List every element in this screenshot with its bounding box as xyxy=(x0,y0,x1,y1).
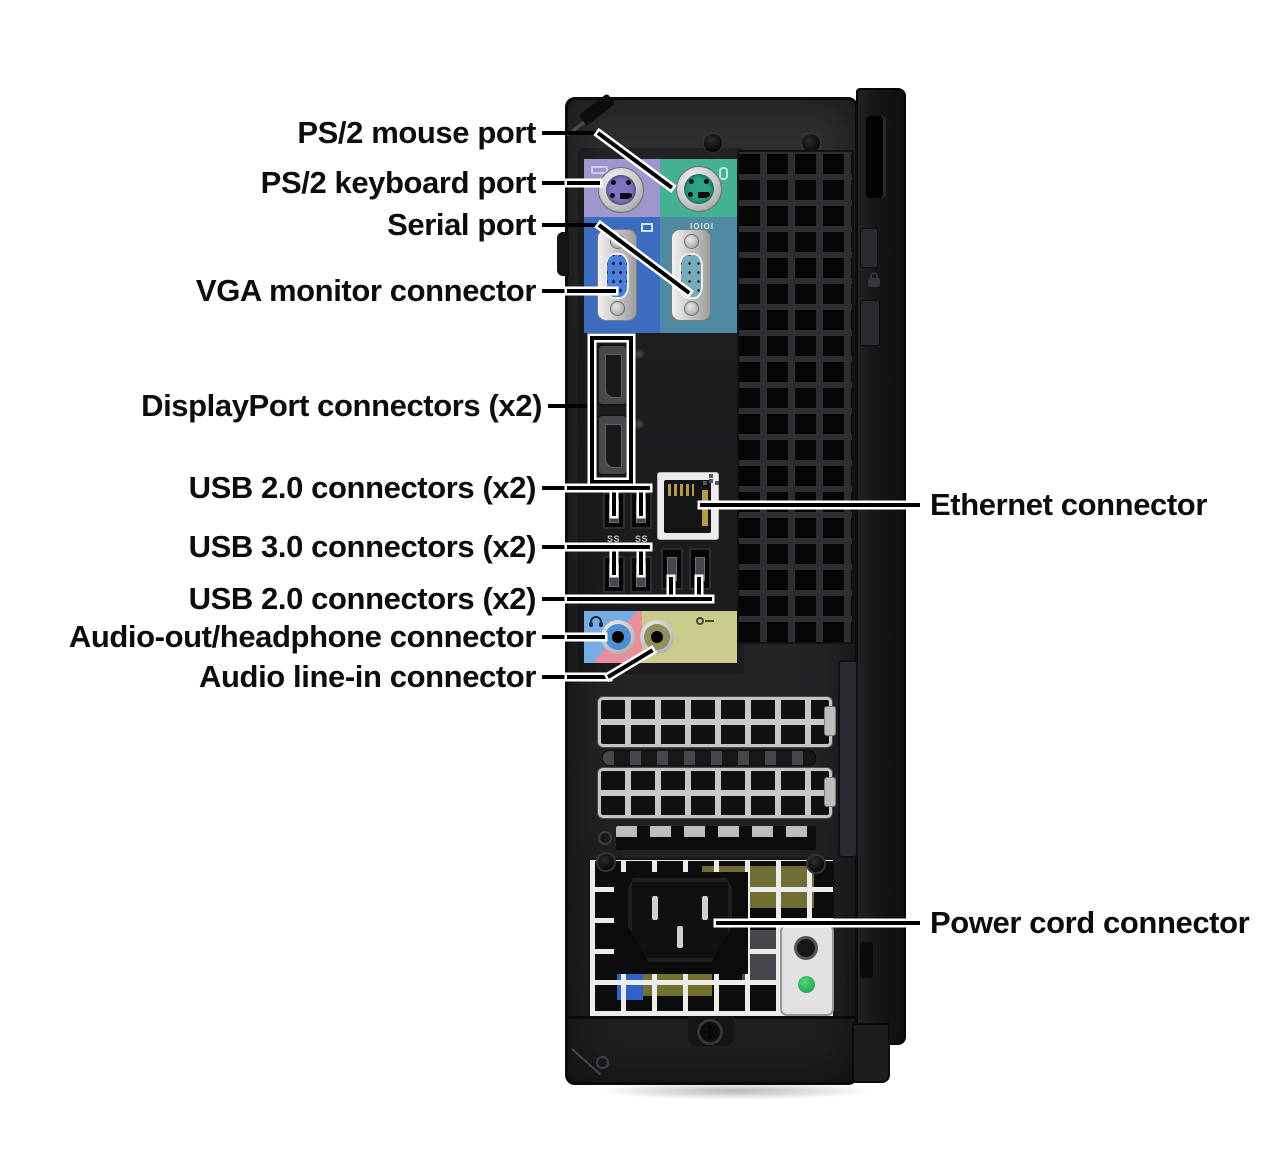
callout-line-usb2b-in xyxy=(567,597,712,601)
callout-line-serial xyxy=(542,223,601,227)
displayport-callout-box xyxy=(590,336,633,484)
ps2-mouse-port xyxy=(676,166,722,212)
bottom-left-screw xyxy=(596,1056,609,1069)
vent-grid xyxy=(737,150,854,644)
callout-line-vga xyxy=(542,289,569,293)
usb3-ss-badge-1: SS xyxy=(607,534,621,544)
callout-line-ps2-keyboard-in xyxy=(567,181,600,185)
bottom-right-step xyxy=(852,1023,890,1083)
label-usb2a: USB 2.0 connectors (x2) xyxy=(188,470,537,505)
usb3-bracket-prong-2 xyxy=(639,547,643,575)
expansion-slot-cover-1 xyxy=(598,697,832,747)
vent-screw-hole-left xyxy=(702,132,724,154)
label-audio-in: Audio line-in connector xyxy=(199,659,536,694)
dp-screw-1 xyxy=(634,349,644,359)
usb2b-bracket-prong-1 xyxy=(669,577,673,599)
tower-shadow xyxy=(595,1082,875,1100)
dp-screw-2 xyxy=(634,419,644,429)
callout-line-audio-out xyxy=(542,635,569,639)
callout-line-usb2a xyxy=(542,486,569,490)
headphone-icon-pad-left xyxy=(589,622,593,627)
callout-line-usb3-in xyxy=(567,545,650,549)
ps2-keyboard-port xyxy=(598,167,644,213)
label-serial: Serial port xyxy=(387,207,536,242)
audio-out-jack xyxy=(601,620,635,654)
vga-screw-bottom xyxy=(610,301,625,316)
mouse-icon xyxy=(719,167,728,180)
ps2-mouse-port-inner xyxy=(684,174,714,204)
callout-line-audio-in xyxy=(542,675,569,679)
power-inlet-pin-center xyxy=(677,926,683,948)
usb2-bracket-prong-2 xyxy=(639,488,643,516)
label-usb3: USB 3.0 connectors (x2) xyxy=(188,529,537,564)
bottom-screw xyxy=(697,1019,723,1045)
power-inlet-pin-left xyxy=(652,896,658,920)
callout-line-ps2-keyboard xyxy=(542,181,569,185)
label-usb2b: USB 2.0 connectors (x2) xyxy=(188,581,537,616)
ethernet-pin-strip xyxy=(702,490,708,526)
usb2-bracket-prong-1 xyxy=(612,488,616,516)
side-panel-latch-2 xyxy=(860,300,880,346)
label-ps2-keyboard: PS/2 keyboard port xyxy=(260,165,537,200)
label-vga: VGA monitor connector xyxy=(195,273,536,308)
callout-line-displayport xyxy=(548,404,592,408)
usb3-bracket-prong-1 xyxy=(612,547,616,575)
label-audio-out: Audio-out/headphone connector xyxy=(68,619,537,654)
slot-cover-tab-1 xyxy=(824,706,836,736)
power-inlet-pin-right xyxy=(702,896,708,920)
padlock-icon xyxy=(868,278,880,287)
serial-marking: IOIOI xyxy=(690,222,715,231)
displayport-2 xyxy=(597,414,628,476)
keyboard-icon xyxy=(591,166,608,174)
psu-screw-left xyxy=(596,852,616,872)
lower-vent-slots xyxy=(616,826,816,850)
callout-line-audio-in-in xyxy=(567,675,610,679)
slot-cover-tab-2 xyxy=(824,777,836,807)
callout-line-usb3 xyxy=(542,545,569,549)
ps2-keyboard-port-inner xyxy=(606,175,636,205)
padlock-shackle xyxy=(870,272,878,280)
headphone-icon xyxy=(590,616,602,624)
callout-line-ethernet-in xyxy=(700,503,906,507)
callout-line-usb2a-in xyxy=(567,486,650,490)
power-inlet xyxy=(628,878,732,962)
psu-status-led xyxy=(798,976,815,993)
vent-row-screw xyxy=(598,831,612,845)
side-panel-slot xyxy=(866,116,886,198)
label-ethernet: Ethernet connector xyxy=(930,487,1208,522)
serial-connector xyxy=(679,253,703,299)
audio-line-in-jack xyxy=(640,620,674,654)
expansion-slot-cover-2 xyxy=(598,768,832,818)
callout-line-ps2-mouse xyxy=(542,131,600,135)
side-panel-slot-2 xyxy=(860,942,873,978)
psu-test-button xyxy=(794,936,818,960)
usb3-ss-badge-2: SS xyxy=(635,534,649,544)
monitor-icon xyxy=(641,223,653,232)
label-power-cord: Power cord connector xyxy=(930,905,1250,940)
card-retention-latch xyxy=(838,660,858,858)
left-edge-bump xyxy=(557,232,569,276)
callout-line-ethernet xyxy=(904,503,920,507)
slot-divider-strip xyxy=(602,750,816,766)
serial-screw-top xyxy=(684,234,699,249)
displayport-1 xyxy=(597,344,628,406)
line-in-icon xyxy=(696,617,704,625)
line-in-icon-arrow xyxy=(705,620,714,622)
callout-line-vga-in xyxy=(567,289,616,293)
callout-line-usb2b xyxy=(542,597,569,601)
usb2b-bracket-prong-2 xyxy=(697,577,701,599)
serial-screw-bottom xyxy=(684,301,699,316)
ethernet-activity-icon xyxy=(709,479,713,483)
callout-line-power-in xyxy=(716,921,906,925)
label-ps2-mouse: PS/2 mouse port xyxy=(297,115,536,150)
side-panel-latch xyxy=(860,228,878,268)
ethernet-pins xyxy=(668,484,694,496)
callout-line-power xyxy=(904,921,920,925)
callout-line-audio-out-in xyxy=(567,635,605,639)
label-displayport: DisplayPort connectors (x2) xyxy=(141,388,542,423)
headphone-icon-pad-right xyxy=(599,622,603,627)
psu-screw-right xyxy=(806,854,826,874)
